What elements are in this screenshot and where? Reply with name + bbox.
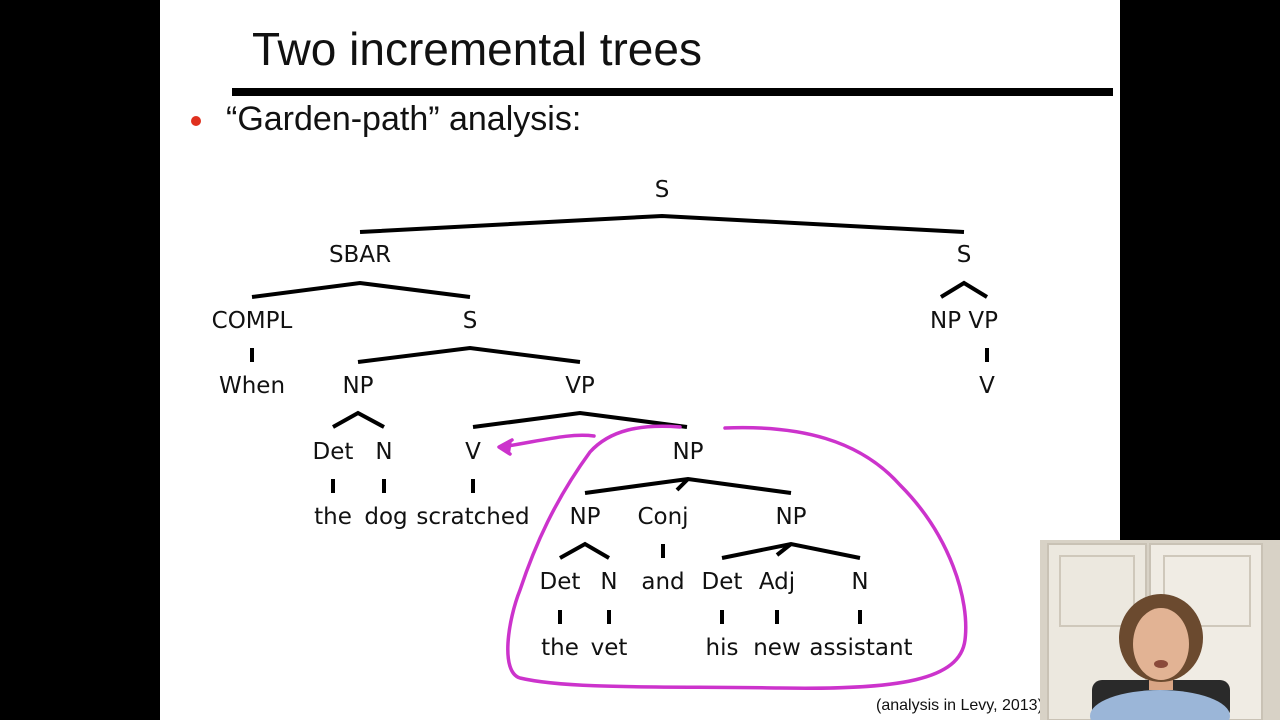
annotation-arrow-stroke [500,433,596,449]
title-divider [232,88,1113,96]
slide-title: Two incremental trees [252,23,702,75]
branch-s-main [939,280,989,299]
annotation-arrowhead [497,438,514,456]
tree-node: assistant [809,635,912,661]
tree-node: V [465,439,481,465]
tree-node: NP [569,504,600,530]
tree-node: S [655,177,670,203]
branch-s-sub [357,345,581,364]
tree-node: Adj [759,569,795,595]
door-panel [1163,555,1251,627]
branch-np-subj [332,410,385,429]
tree-node: scratched [416,504,529,530]
tree-node: N [851,569,868,595]
tree-node: NP [775,504,806,530]
tree-node: NP VP [930,308,998,334]
tree-node: Det [540,569,581,595]
tree-node: vet [591,635,628,661]
tree-node: NP [342,373,373,399]
tree-node: COMPL [212,308,293,334]
presenter-face [1133,608,1189,680]
tree-labels: S SBAR S COMPL S NP VP When NP VP V Det … [212,177,998,661]
webcam-video [1040,540,1280,720]
tree-node: VP [565,373,595,399]
branch-vp-sub [472,410,688,429]
tree-node: Det [702,569,743,595]
tree-node: Conj [637,504,688,530]
tree-node: his [706,635,739,661]
parse-tree: S SBAR S COMPL S NP VP When NP VP V Det … [212,177,998,690]
tree-node: N [600,569,617,595]
tree-node: new [753,635,801,661]
tree-node: When [219,373,285,399]
tree-branches [250,213,989,624]
tree-node: S [957,242,972,268]
bullet-dot-icon [191,116,201,126]
branch-np-obj-conj [675,477,690,492]
branch-sbar [251,280,471,299]
tree-node: S [463,308,478,334]
branch-np-a [559,541,611,560]
presenter-mouth [1154,660,1168,668]
presenter-shirt [1090,690,1230,720]
tree-node: NP [672,439,703,465]
door-panel [1059,555,1135,627]
citation: (analysis in Levy, 2013) [876,697,1043,714]
tree-node: the [314,504,352,530]
tree-node: the [541,635,579,661]
tree-node: N [375,439,392,465]
branch-s-root [359,213,965,234]
annotation-loop [506,424,968,690]
branch-np-b-adj [775,542,793,557]
bullet-text: “Garden-path” analysis: [226,100,582,138]
tree-node: SBAR [329,242,391,268]
tree-node: V [979,373,995,399]
slide: Two incremental trees “Garden-path” anal… [160,0,1120,720]
tree-node: dog [364,504,407,530]
tree-node: and [641,569,684,595]
presenter-video-frame [1040,540,1280,720]
tree-node: Det [313,439,354,465]
handwritten-annotation [497,424,968,690]
